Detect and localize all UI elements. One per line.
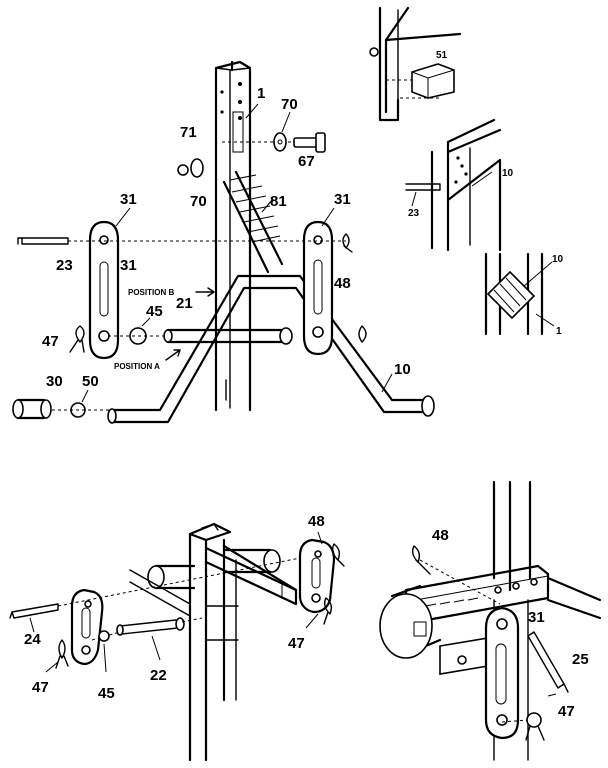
label-b-22: 22 [150, 667, 167, 684]
label-50: 50 [82, 373, 99, 390]
label-21: 21 [176, 295, 193, 312]
label-81: 81 [270, 193, 287, 210]
position-a-arrow [165, 349, 181, 361]
label-1: 1 [257, 85, 265, 102]
washer-70-right [273, 132, 287, 152]
diagonal-brace [222, 170, 284, 274]
sleeve-30 [12, 398, 52, 420]
nut-71 [177, 164, 189, 176]
upright-post [214, 60, 252, 412]
main-assembly [12, 60, 435, 424]
label-detail-10: 10 [552, 254, 564, 265]
label-31-left-side: 31 [120, 257, 137, 274]
label-c-47: 47 [558, 703, 575, 720]
pin-23 [17, 237, 346, 245]
bottom-left-assembly [9, 522, 345, 762]
label-70-left: 70 [190, 193, 207, 210]
label-b-24: 24 [24, 631, 41, 648]
label-detail-10-top: 10 [502, 168, 514, 179]
detail-pin-23 [405, 118, 502, 252]
clip-48 [342, 233, 353, 253]
label-b-47-left: 47 [32, 679, 49, 696]
bolt-67 [222, 132, 326, 153]
label-47: 47 [42, 333, 59, 350]
washer-70-left [190, 158, 204, 178]
label-detail-23: 23 [408, 208, 420, 219]
label-48: 48 [334, 275, 351, 292]
label-detail-1: 1 [556, 326, 562, 337]
clip-47 [69, 325, 85, 353]
label-position-a: POSITION A [114, 362, 160, 371]
label-b-47-right: 47 [288, 635, 305, 652]
label-70-top: 70 [281, 96, 298, 113]
position-b-arrow [195, 287, 215, 297]
tube-21 [163, 327, 293, 345]
bottom-right-assembly [379, 480, 602, 761]
detail-plug-51 [369, 6, 462, 122]
label-b-48: 48 [308, 513, 325, 530]
label-10: 10 [394, 361, 411, 378]
label-23: 23 [56, 257, 73, 274]
detail-post-10 [484, 252, 555, 336]
label-31-right: 31 [334, 191, 351, 208]
bracket-31-left [88, 220, 120, 360]
label-c-48: 48 [432, 527, 449, 544]
label-b-45: 45 [98, 685, 115, 702]
label-c-31: 31 [528, 609, 545, 626]
label-c-25: 25 [572, 651, 589, 668]
label-detail-51: 51 [436, 50, 448, 61]
label-67: 67 [298, 153, 315, 170]
label-45: 45 [146, 303, 163, 320]
label-30: 30 [46, 373, 63, 390]
label-71: 71 [180, 124, 197, 141]
label-position-b: POSITION B [128, 288, 174, 297]
handle-bar-10 [107, 274, 435, 424]
label-31-left-top: 31 [120, 191, 137, 208]
bracket-31-right [302, 220, 334, 356]
clip-right [358, 325, 367, 343]
